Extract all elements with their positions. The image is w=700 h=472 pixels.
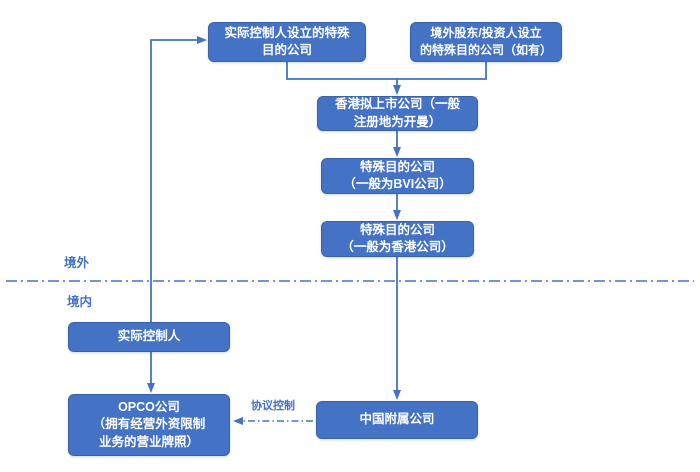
node-opco: OPCO公司 （拥有经营外资限制 业务的营业牌照） [68, 394, 230, 456]
node-bvi-spv: 特殊目的公司 （一般为BVI公司） [321, 158, 474, 194]
node-actual-controller: 实际控制人 [68, 322, 230, 352]
node-hk-listco: 香港拟上市公司（一般 注册地为开曼） [317, 96, 478, 131]
node-foreign-investor-spv: 境外股东/投资人设立 的特殊目的公司（如有） [410, 22, 562, 62]
node-controller-spv: 实际控制人设立的特殊 目的公司 [208, 22, 366, 62]
connector-controller-to-controller-spv [150, 36, 207, 322]
node-china-subsidiary: 中国附属公司 [316, 401, 478, 439]
offshore-label: 境外 [64, 256, 90, 270]
vie-control-label: 协议控制 [251, 400, 295, 412]
node-hk-spv: 特殊目的公司 （一般为香港公司） [321, 221, 474, 257]
onshore-label: 境内 [67, 295, 93, 309]
connector-spvs-join [286, 62, 487, 80]
